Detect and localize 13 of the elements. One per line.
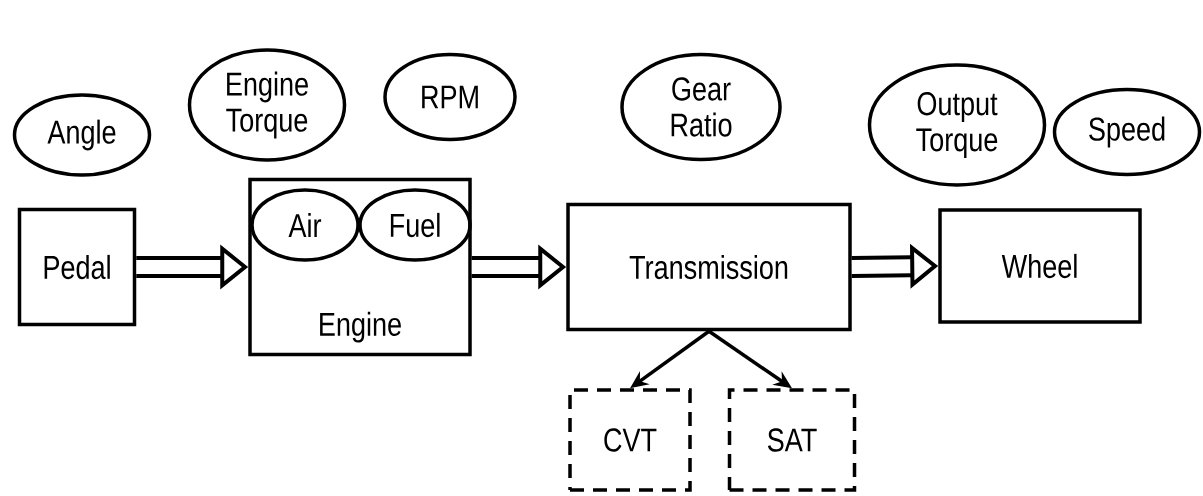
ellipse-node: Gear Ratio <box>620 52 782 162</box>
ellipse-node: Air <box>250 188 360 262</box>
process-box: Wheel <box>938 208 1142 324</box>
ellipse-node: Engine Torque <box>187 48 347 162</box>
ellipse-node: Angle <box>12 93 152 177</box>
dashed-box: CVT <box>568 388 692 492</box>
process-box: Pedal <box>17 207 137 327</box>
ellipse-node: Fuel <box>358 188 472 262</box>
ellipse-node: Speed <box>1052 87 1202 177</box>
process-box: Transmission <box>566 202 852 332</box>
dashed-box: SAT <box>727 388 857 492</box>
ellipse-node: RPM <box>383 52 517 142</box>
ellipse-node: Output Torque <box>867 63 1047 187</box>
